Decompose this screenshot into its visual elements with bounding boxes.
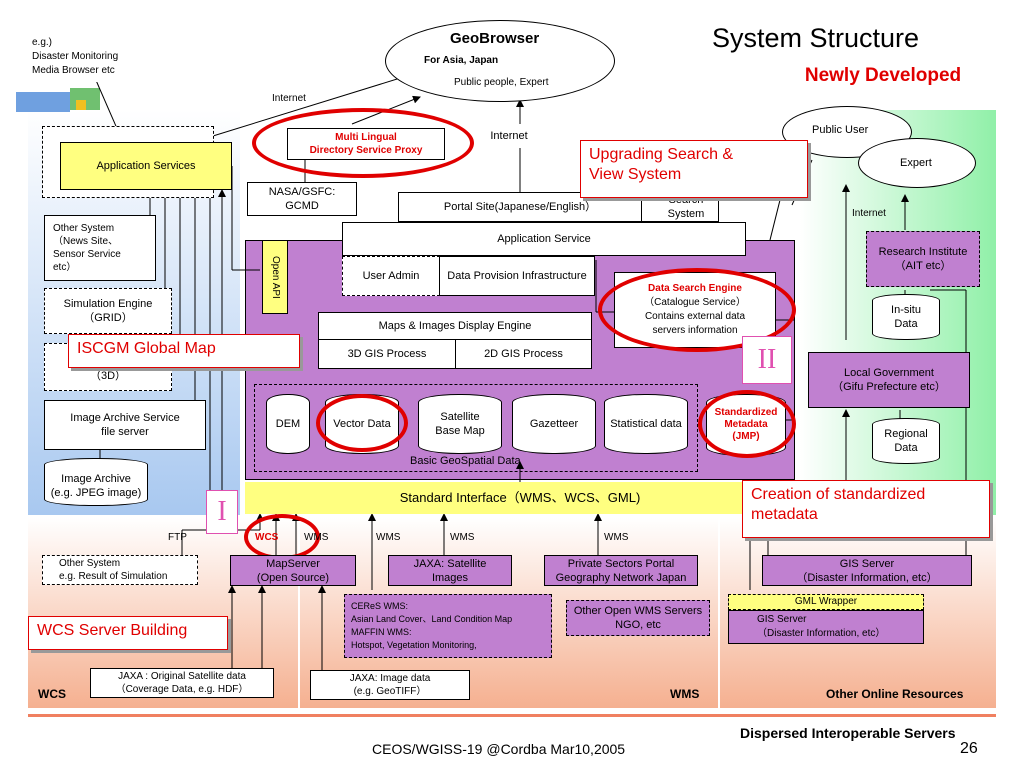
- other-open-wms: Other Open WMS Servers NGO, etc: [566, 600, 710, 636]
- orange-bottom-line: [28, 714, 996, 717]
- internet-center-label: Internet: [478, 124, 540, 148]
- geobrowser-sub: For Asia, Japan: [424, 55, 499, 66]
- image-archive-service: Image Archive Service file server: [44, 400, 206, 450]
- ceres-wms: CEReS WMS: Asian Land Cover、Land Conditi…: [344, 594, 552, 658]
- other-system-news: Other System （News Site、 Sensor Service …: [44, 215, 156, 281]
- wms-label-2: WMS: [376, 532, 401, 543]
- multi-lingual-ring: [252, 108, 474, 178]
- roman-i-marker: I: [206, 490, 238, 534]
- statistical-data-cylinder: Statistical data: [604, 394, 688, 454]
- newly-developed-label: Newly Developed: [770, 56, 996, 96]
- geobrowser-title: GeoBrowser: [450, 30, 540, 47]
- right-internet-label: Internet: [852, 208, 886, 219]
- callout-creation: Creation of standardized metadata: [742, 480, 990, 538]
- expert-label: Expert: [900, 157, 932, 169]
- deco-square-3: [76, 100, 86, 110]
- wms-label-4: WMS: [604, 532, 629, 543]
- open-api-text: Open API: [270, 255, 281, 299]
- callout-upgrading: Upgrading Search & View System: [580, 140, 808, 198]
- jaxa-original-satellite: JAXA : Original Satellite data （Coverage…: [90, 668, 274, 698]
- gis-2d-process: 2D GIS Process: [455, 339, 592, 369]
- roman-ii-marker: II: [742, 336, 792, 384]
- data-provision-infrastructure: Data Provision Infrastructure: [439, 256, 595, 296]
- gazetteer-cylinder: Gazetteer: [512, 394, 596, 454]
- region-wcs-label: WCS: [38, 687, 66, 701]
- basic-geospatial-frame: [254, 384, 698, 472]
- eg-note: e.g.) Disaster Monitoring Media Browser …: [28, 34, 156, 82]
- dispersed-label: Dispersed Interoperable Servers: [740, 725, 956, 741]
- ftp-label: FTP: [168, 532, 187, 543]
- orange-panel-divider-1: [298, 518, 300, 708]
- page-number: 26: [960, 740, 978, 757]
- region-other-label: Other Online Resources: [826, 687, 964, 701]
- user-admin: User Admin: [342, 256, 440, 296]
- satellite-base-map-cylinder: Satellite Base Map: [418, 394, 502, 454]
- geobrowser-users: Public people, Expert: [454, 77, 549, 88]
- internet-left-label: Internet: [272, 93, 306, 104]
- vector-data-ring: [316, 394, 408, 452]
- application-service-bar: Application Service: [342, 222, 746, 256]
- slide-title: System Structure: [712, 23, 920, 53]
- geobrowser-ellipse: [385, 20, 615, 102]
- wms-label-3: WMS: [450, 532, 475, 543]
- nasa-gcmd: NASA/GSFC: GCMD: [247, 182, 357, 216]
- open-api: Open API: [262, 240, 288, 314]
- application-services: Application Services: [60, 142, 232, 190]
- data-search-engine-ring: [598, 268, 796, 352]
- basic-geospatial-label: Basic GeoSpatial Data: [410, 455, 521, 467]
- public-user-label: Public User: [812, 124, 869, 136]
- mapserver: MapServer (Open Source): [230, 555, 356, 586]
- regional-data: Regional Data: [872, 418, 940, 464]
- expert-ellipse: [858, 138, 976, 188]
- gis-3d-process: 3D GIS Process: [318, 339, 456, 369]
- standard-interface: Standard Interface（WMS、WCS、GML): [245, 482, 795, 514]
- dem-cylinder: DEM: [266, 394, 310, 454]
- private-sectors-portal: Private Sectors Portal Geography Network…: [544, 555, 698, 586]
- local-government: Local Government （Gifu Prefecture etc）: [808, 352, 970, 408]
- newly-developed-text: Newly Developed: [804, 65, 962, 86]
- image-archive: Image Archive (e.g. JPEG image): [44, 458, 148, 506]
- other-system-simulation: Other System e.g. Result of Simulation: [42, 555, 198, 585]
- wms-label-1: WMS: [304, 532, 329, 543]
- callout-wcs-server: WCS Server Building: [28, 616, 228, 650]
- simulation-engine: Simulation Engine （GRID）: [44, 288, 172, 334]
- deco-square-1: [16, 92, 70, 112]
- research-institute: Research Institute （AIT etc）: [866, 231, 980, 287]
- callout-iscgm: ISCGM Global Map: [68, 334, 300, 368]
- jaxa-satellite-images: JAXA: Satellite Images: [388, 555, 512, 586]
- gis-server-1: GIS Server （Disaster Information, etc）: [762, 555, 972, 586]
- gis-server-2: GIS Server （Disaster Information, etc）: [728, 610, 924, 644]
- footer-text: CEOS/WGISS-19 @Cordba Mar10,2005: [372, 741, 626, 757]
- gml-wrapper: GML Wrapper: [728, 594, 924, 610]
- standardized-metadata-ring: [698, 390, 796, 458]
- region-wms-label: WMS: [670, 687, 700, 701]
- maps-images-display-engine: Maps & Images Display Engine: [318, 312, 592, 340]
- in-situ-data: In-situ Data: [872, 294, 940, 340]
- jaxa-image-data: JAXA: Image data (e.g. GeoTIFF）: [310, 670, 470, 700]
- orange-panel-divider-2: [718, 518, 720, 708]
